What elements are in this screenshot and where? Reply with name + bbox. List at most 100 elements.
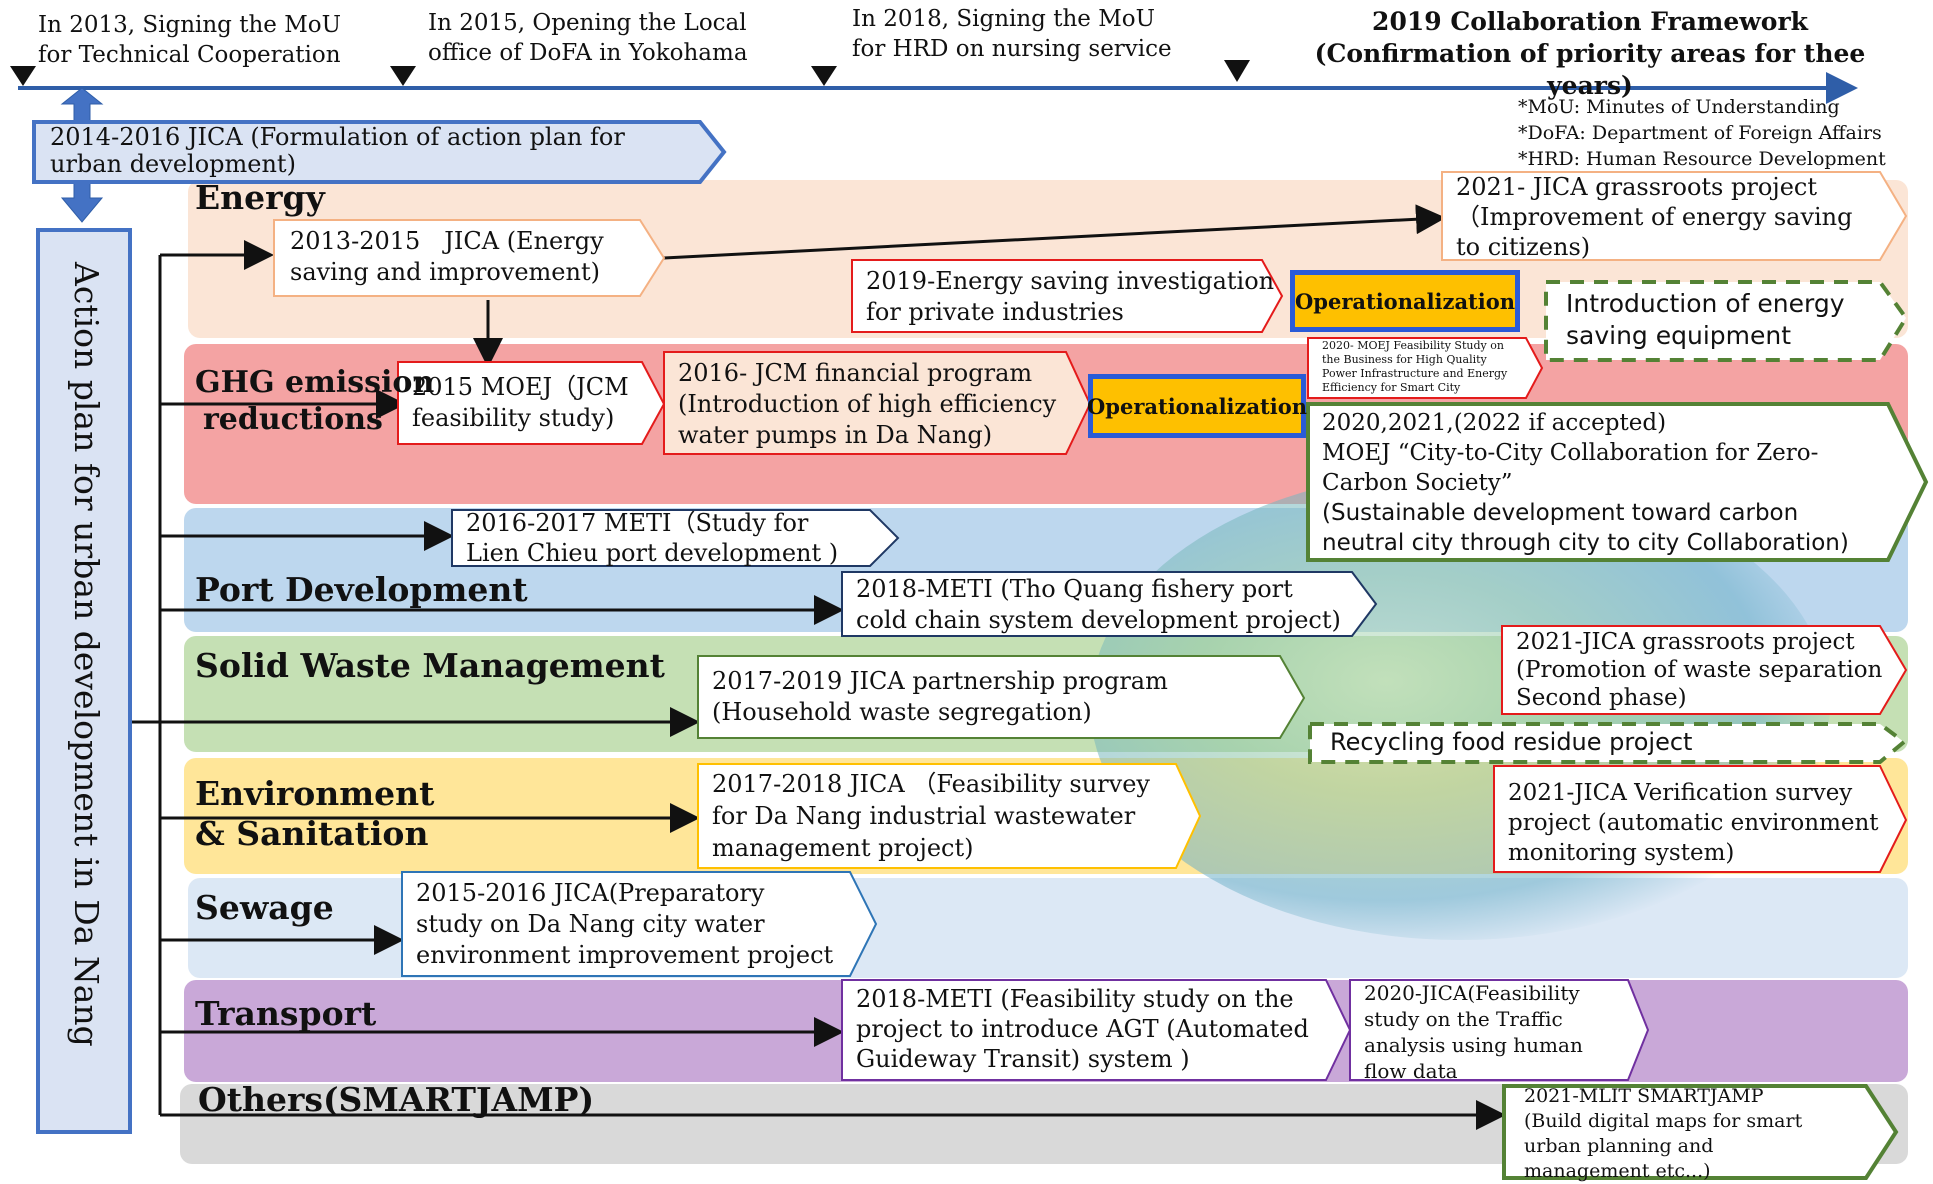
project-text: Efficiency for Smart City <box>1322 381 1461 394</box>
category-transport: Transport <box>195 994 377 1033</box>
action-plan-text: Action plan for urban development in Da … <box>67 262 106 1047</box>
project-text: analysis using human <box>1364 1033 1583 1057</box>
project-text: urban planning and <box>1524 1135 1714 1157</box>
shape-port-2016 <box>451 509 900 567</box>
project-text: environment improvement project <box>416 941 834 969</box>
shape-energy-2013 <box>273 219 666 297</box>
milestone-marker <box>390 66 416 86</box>
shape-sewage-2015 <box>401 871 878 977</box>
project-env-2021: 2021-JICA Verification survey project (a… <box>1508 778 1879 868</box>
milestone-marker <box>811 66 837 86</box>
note-dofa: *DoFA: Department of Foreign Affairs <box>1518 122 1882 144</box>
project-text: cold chain system development project) <box>856 606 1341 634</box>
project-text: 2016- JCM financial program <box>678 359 1033 387</box>
project-text: project (automatic environment <box>1508 810 1879 836</box>
shape-ghg-2020-small <box>1307 337 1544 399</box>
jica-top-text: urban development) <box>50 150 296 178</box>
milestone-text: In 2015, Opening the Local <box>428 10 747 36</box>
shape-ghg-2015 <box>397 361 666 445</box>
project-energy-2019: 2019-Energy saving investigation for pri… <box>866 266 1274 328</box>
project-text: saving equipment <box>1566 321 1792 350</box>
project-text: 2016-2017 METI（Study for <box>466 509 809 537</box>
abbreviation-notes: *MoU: Minutes of Understanding *DoFA: De… <box>1518 94 1886 172</box>
project-sewage-2015: 2015-2016 JICA(Preparatory study on Da N… <box>416 878 833 971</box>
category-ghg: GHG emission reductions <box>195 364 434 438</box>
shape-waste-2017 <box>697 655 1306 739</box>
project-text: 2018-METI (Tho Quang fishery port <box>856 575 1293 603</box>
shape-transport-2020 <box>1349 979 1650 1081</box>
project-transport-2018: 2018-METI (Feasibility study on the proj… <box>856 984 1309 1074</box>
framework-title: 2019 Collaboration Framework <box>1372 7 1808 36</box>
project-text: Power Infrastructure and Energy <box>1322 367 1508 380</box>
project-text: 2020,2021,(2022 if accepted) <box>1322 410 1667 436</box>
project-text: 2021-MLIT SMARTJAMP <box>1524 1085 1764 1107</box>
shape-transport-2018 <box>841 979 1352 1081</box>
project-waste-2017: 2017-2019 JICA partnership program (Hous… <box>712 666 1168 728</box>
shape-energy-2019 <box>851 259 1284 333</box>
project-text: (Household waste segregation) <box>712 698 1092 726</box>
project-text: 2021- JICA grassroots project <box>1456 173 1817 201</box>
project-waste-recycling: Recycling food residue project <box>1330 728 1693 756</box>
project-text: (Promotion of waste separation <box>1516 657 1883 683</box>
up-arrow <box>60 87 104 123</box>
project-ghg-2020-small: 2020- MOEJ Feasibility Study on the Busi… <box>1322 339 1507 395</box>
project-text: 2020- MOEJ Feasibility Study on <box>1322 339 1504 352</box>
project-text: monitoring system) <box>1508 840 1735 866</box>
project-text: 2017-2018 JICA （Feasibility survey <box>712 770 1150 798</box>
category-ghg-line1: GHG emission <box>195 365 435 400</box>
project-text: (Sustainable development toward carbon <box>1322 500 1799 526</box>
project-text: the Business for High Quality <box>1322 353 1487 366</box>
milestone-text: office of DoFA in Yokohama <box>428 40 748 66</box>
project-text: management project) <box>712 834 974 862</box>
project-ghg-2020: 2020,2021,(2022 if accepted) MOEJ “City-… <box>1322 408 1849 558</box>
down-arrow <box>60 181 104 223</box>
project-text: project to introduce AGT (Automated <box>856 1015 1309 1043</box>
project-transport-2020: 2020-JICA(Feasibility study on the Traff… <box>1364 980 1583 1084</box>
project-text: management etc...) <box>1524 1160 1711 1182</box>
project-energy-2013: 2013-2015 JICA (Energy saving and improv… <box>290 226 604 288</box>
project-text: to citizens) <box>1456 233 1591 261</box>
note-hrd: *HRD: Human Resource Development <box>1518 148 1886 170</box>
shape-energy-2021 <box>1441 171 1908 261</box>
shape-ghg-2016 <box>663 351 1092 455</box>
milestone-2018: In 2018, Signing the MoU for HRD on nurs… <box>852 4 1172 64</box>
milestone-marker <box>10 66 36 86</box>
project-text: for Da Nang industrial wastewater <box>712 802 1136 830</box>
project-text: water pumps in Da Nang) <box>678 421 993 449</box>
project-text: （Improvement of energy saving <box>1456 203 1853 231</box>
project-ghg-2015: 2015 MOEJ（JCM feasibility study) <box>412 372 629 434</box>
operationalization-energy: Operationalization <box>1290 270 1520 332</box>
category-sewage: Sewage <box>195 888 334 927</box>
shape-energy-equipment <box>1544 280 1909 362</box>
project-others-2021: 2021-MLIT SMARTJAMP (Build digital maps … <box>1524 1084 1802 1184</box>
project-text: 2017-2019 JICA partnership program <box>712 667 1168 695</box>
milestone-2015: In 2015, Opening the Local office of DoF… <box>428 8 748 68</box>
shape-env-2017 <box>697 763 1202 869</box>
action-plan-box: Action plan for urban development in Da … <box>36 228 132 1134</box>
project-text: (Build digital maps for smart <box>1524 1110 1803 1132</box>
project-text: Guideway Transit) system ) <box>856 1045 1190 1073</box>
jica-top-text: 2014-2016 JICA (Formulation of action pl… <box>50 123 625 151</box>
project-text: 2021-JICA grassroots project <box>1516 629 1855 655</box>
project-port-2016: 2016-2017 METI（Study for Lien Chieu port… <box>466 508 838 568</box>
category-port: Port Development <box>195 570 528 609</box>
project-text: neutral city through city to city Collab… <box>1322 530 1849 556</box>
category-env-line2: & Sanitation <box>195 814 429 853</box>
project-text: 2018-METI (Feasibility study on the <box>856 985 1294 1013</box>
shape-others-2021 <box>1502 1084 1899 1180</box>
project-env-2017: 2017-2018 JICA （Feasibility survey for D… <box>712 768 1150 864</box>
project-text: study on the Traffic <box>1364 1007 1563 1031</box>
project-text: Lien Chieu port development ) <box>466 539 839 567</box>
project-energy-2021: 2021- JICA grassroots project （Improveme… <box>1456 172 1853 262</box>
project-waste-2021: 2021-JICA grassroots project (Promotion … <box>1516 628 1882 712</box>
project-text: study on Da Nang city water <box>416 910 765 938</box>
operationalization-ghg: Operationalization <box>1087 374 1307 438</box>
project-text: feasibility study) <box>412 404 615 432</box>
category-others: Others(SMARTJAMP) <box>198 1080 595 1119</box>
milestone-text: for HRD on nursing service <box>852 36 1172 62</box>
project-text: for private industries <box>866 298 1124 326</box>
milestone-text: In 2018, Signing the MoU <box>852 6 1155 32</box>
milestone-marker <box>1224 60 1250 82</box>
project-port-2018: 2018-METI (Tho Quang fishery port cold c… <box>856 574 1341 636</box>
